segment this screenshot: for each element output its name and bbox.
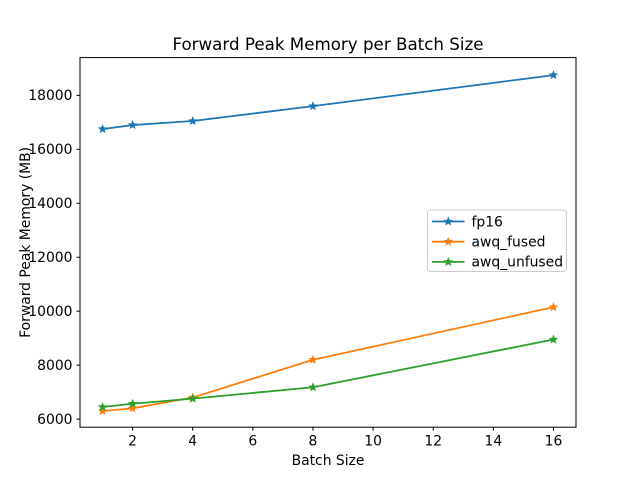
x-axis-tick-label: 8: [309, 434, 318, 450]
data-point-marker-awq_fused: [127, 403, 138, 413]
x-axis-tick-label: 10: [364, 434, 382, 450]
series-awq_unfused: [97, 334, 559, 412]
chart-title: Forward Peak Memory per Batch Size: [172, 34, 483, 54]
legend-box: [427, 209, 567, 272]
data-point-marker-fp16: [127, 120, 138, 130]
x-axis-tick-label: 6: [248, 434, 257, 450]
series-line-fp16: [102, 74, 554, 130]
data-point-marker-awq_unfused: [308, 382, 318, 392]
x-axis-tick-label: 12: [424, 434, 442, 450]
data-point-marker-fp16: [548, 70, 559, 80]
data-point-marker-awq_unfused: [187, 393, 198, 403]
legend-marker-star-icon: [443, 236, 454, 246]
y-axis-tick-label: 6000: [37, 412, 72, 428]
x-axis-tick-label: 16: [545, 434, 563, 450]
axis-ticks: 2 4 6 8 10 12 14 16 6000 8000 10000 12000 14000 16000…: [28, 88, 562, 449]
y-axis-tick-label: 10000: [28, 304, 72, 320]
y-axis-tick-label: 14000: [28, 196, 72, 212]
y-axis-tick-label: 12000: [28, 250, 72, 266]
series-awq_fused: [97, 302, 559, 416]
data-point-marker-awq_unfused: [548, 334, 559, 344]
legend-item-awq_unfused: awq_unfused: [432, 255, 563, 271]
legend-label: awq_fused: [472, 235, 546, 251]
legend-item-fp16: fp16: [432, 214, 503, 230]
legend-label: fp16: [472, 214, 503, 230]
data-point-marker-awq_fused: [548, 302, 559, 312]
data-point-marker-fp16: [187, 116, 198, 126]
x-axis-tick-label: 4: [188, 434, 197, 450]
data-point-marker-awq_fused: [308, 354, 318, 364]
data-point-marker-fp16: [308, 101, 318, 111]
legend: fp16 awq_fused awq_unfused: [427, 209, 567, 272]
legend-label: awq_unfused: [472, 255, 564, 271]
series-fp16: [97, 70, 559, 134]
x-axis-label: Batch Size: [292, 453, 365, 469]
y-axis-label: Forward Peak Memory (MB): [18, 147, 34, 338]
data-point-marker-fp16: [97, 124, 108, 134]
data-point-marker-awq_fused: [97, 406, 108, 416]
data-point-marker-awq_unfused: [127, 398, 138, 408]
y-axis-tick-label: 18000: [28, 88, 72, 104]
y-axis-tick-label: 16000: [28, 142, 72, 158]
legend-item-awq_fused: awq_fused: [432, 235, 545, 251]
legend-marker-star-icon: [443, 256, 454, 266]
plot-area: [79, 57, 577, 428]
x-axis-tick-label: 14: [484, 434, 502, 450]
series-line-awq_fused: [102, 306, 554, 412]
y-axis-tick-label: 8000: [37, 358, 72, 374]
data-point-marker-awq_unfused: [97, 401, 108, 412]
x-axis-tick-label: 2: [128, 434, 137, 450]
series-line-awq_unfused: [102, 338, 554, 408]
legend-marker-star-icon: [443, 216, 454, 226]
